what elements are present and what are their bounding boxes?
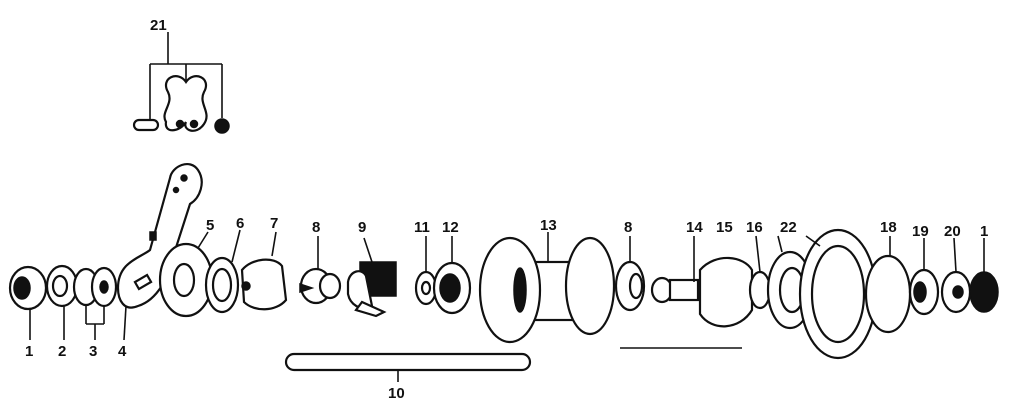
label-12: 12 (442, 219, 459, 236)
label-16: 16 (746, 219, 763, 236)
part-8-right-cone (614, 236, 646, 312)
part-3-washers (72, 266, 118, 340)
part-4-brake-arm (116, 162, 203, 341)
part-21-chain-link (132, 32, 230, 134)
part-13-hub-shell (478, 232, 616, 344)
label-21: 21 (150, 17, 167, 34)
part-9-brake-shoes (346, 237, 397, 318)
label-3: 3 (89, 343, 97, 360)
label-22: 22 (780, 219, 797, 236)
label-1-left: 1 (25, 343, 33, 360)
label-11: 11 (414, 219, 430, 236)
label-1-right: 1 (980, 223, 988, 240)
part-20-washer (940, 237, 972, 314)
label-4: 4 (118, 343, 127, 360)
label-2: 2 (58, 343, 66, 360)
label-13: 13 (540, 217, 557, 234)
label-18: 18 (880, 219, 897, 236)
part-19-ring (908, 238, 940, 316)
part-1-left-nut (8, 265, 48, 340)
label-9: 9 (358, 219, 366, 236)
label-6: 6 (236, 215, 244, 232)
part-10-axle (284, 352, 532, 382)
label-15: 15 (716, 219, 733, 236)
part-1-right-nut (969, 238, 999, 313)
part-11-washer (414, 236, 438, 306)
label-8-right: 8 (624, 219, 632, 236)
part-6-bearing (204, 229, 241, 314)
label-8-left: 8 (312, 219, 320, 236)
part-8-left-cone (299, 236, 342, 305)
part-2-nut (45, 264, 79, 340)
label-14: 14 (686, 219, 703, 236)
label-20: 20 (944, 223, 961, 240)
label-10: 10 (388, 385, 405, 402)
part-15-spacer (748, 235, 772, 310)
part-22-sprocket (798, 228, 878, 360)
label-7: 7 (270, 215, 278, 232)
part-18-washer (864, 236, 912, 334)
label-19: 19 (912, 223, 929, 240)
part-7-cone (240, 231, 288, 311)
part-12-bearing (432, 236, 472, 315)
label-5: 5 (206, 217, 214, 234)
part-5-dust-cap (158, 231, 214, 318)
part-14-driver (650, 236, 754, 328)
